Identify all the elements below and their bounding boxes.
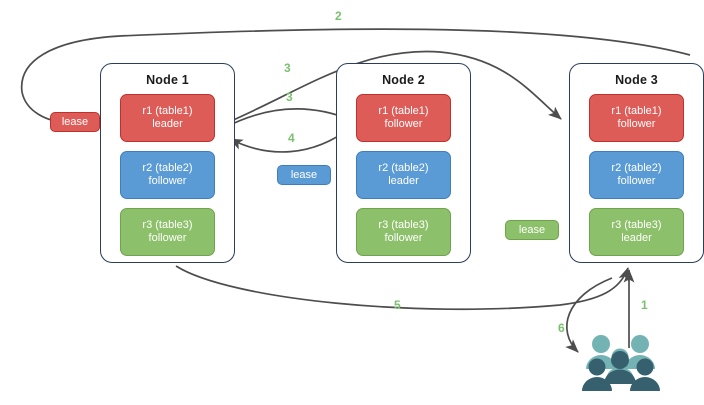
- node-3-replica-r2[interactable]: r2 (table2) follower: [589, 151, 684, 199]
- node-2-container[interactable]: Node 2 r1 (table1) follower r2 (table2) …: [336, 63, 471, 263]
- node-3-replica-r1-role: follower: [617, 118, 656, 130]
- node-3-replica-r2-role: follower: [617, 175, 656, 187]
- step-label-1: 1: [641, 298, 648, 312]
- edge-step-3-to-node3: [223, 50, 562, 125]
- node-3-replica-r1[interactable]: r1 (table1) follower: [589, 94, 684, 142]
- edge-step-5: [175, 265, 629, 311]
- node-1-title: Node 1: [146, 73, 189, 87]
- node-2-replica-r3-role: follower: [384, 232, 423, 244]
- node-1-replica-r2-name: r2 (table2): [142, 161, 193, 174]
- node-2-replica-r3[interactable]: r3 (table3) follower: [356, 208, 451, 256]
- node-3-replica-r3[interactable]: r3 (table3) leader: [589, 208, 684, 256]
- node-2-replica-r1-name: r1 (table1): [378, 104, 429, 117]
- node-2-replica-r2-name: r2 (table2): [378, 161, 429, 174]
- lease-chip-r2[interactable]: lease: [277, 165, 331, 185]
- node-1-replica-r1-name: r1 (table1): [142, 104, 193, 117]
- node-1-replica-r3-role: follower: [148, 232, 187, 244]
- node-2-replicas: r1 (table1) follower r2 (table2) leader …: [337, 94, 470, 256]
- step-label-3a: 3: [284, 61, 291, 75]
- node-2-replica-r1[interactable]: r1 (table1) follower: [356, 94, 451, 142]
- node-3-replicas: r1 (table1) follower r2 (table2) followe…: [570, 94, 703, 256]
- step-label-2: 2: [335, 9, 342, 23]
- step-label-3b: 3: [286, 90, 293, 104]
- edge-step-2: [20, 28, 691, 128]
- step-label-6: 6: [558, 321, 565, 335]
- lease-chip-r3[interactable]: lease: [505, 220, 559, 240]
- node-2-replica-r1-role: follower: [384, 118, 423, 130]
- node-2-replica-r2-role: leader: [388, 175, 419, 187]
- node-2-title: Node 2: [382, 73, 425, 87]
- node-1-replica-r1[interactable]: r1 (table1) leader: [120, 94, 215, 142]
- node-1-container[interactable]: Node 1 r1 (table1) leader r2 (table2) fo…: [100, 63, 235, 263]
- node-1-replica-r2-role: follower: [148, 175, 187, 187]
- step-label-5: 5: [394, 298, 401, 312]
- edge-step-6: [565, 277, 613, 353]
- node-2-replica-r3-name: r3 (table3): [378, 218, 429, 231]
- node-1-replica-r2[interactable]: r2 (table2) follower: [120, 151, 215, 199]
- node-3-replica-r3-role: leader: [621, 232, 652, 244]
- node-3-replica-r1-name: r1 (table1): [611, 104, 662, 117]
- node-1-replicas: r1 (table1) leader r2 (table2) follower …: [101, 94, 234, 256]
- node-2-replica-r2[interactable]: r2 (table2) leader: [356, 151, 451, 199]
- node-3-container[interactable]: Node 3 r1 (table1) follower r2 (table2) …: [569, 63, 704, 263]
- node-1-replica-r3[interactable]: r3 (table3) follower: [120, 208, 215, 256]
- node-3-replica-r3-name: r3 (table3): [611, 218, 662, 231]
- node-1-replica-r1-role: leader: [152, 118, 183, 130]
- node-3-replica-r2-name: r2 (table2): [611, 161, 662, 174]
- step-label-4: 4: [288, 131, 295, 145]
- node-1-replica-r3-name: r3 (table3): [142, 218, 193, 231]
- node-3-title: Node 3: [615, 73, 658, 87]
